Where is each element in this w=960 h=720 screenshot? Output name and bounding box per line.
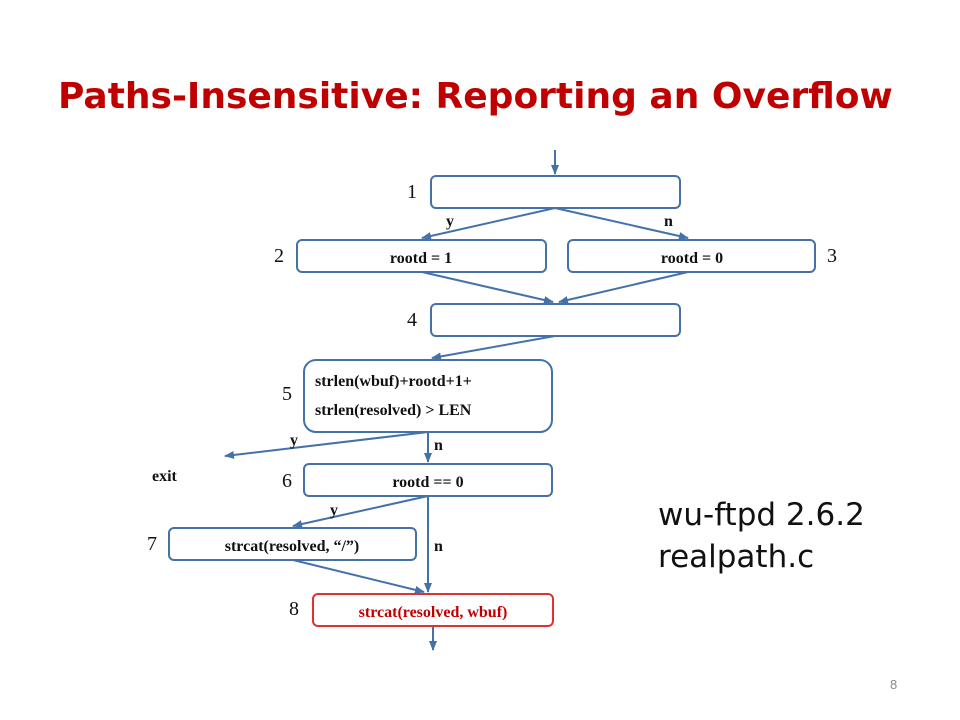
edge-1-2	[421, 207, 556, 240]
node-5-box	[303, 359, 553, 433]
edge-6-7	[292, 495, 429, 528]
node-7-code: strcat(resolved, “/”)	[225, 538, 359, 555]
node-7-number: 7	[147, 533, 157, 555]
slide-number: 8	[890, 677, 898, 692]
branch-label-6-no: n	[434, 538, 443, 555]
node-1-number: 1	[407, 181, 417, 203]
edge-5-exit	[224, 431, 429, 459]
node-5-code-line1: strlen(wbuf)+rootd+1+	[315, 373, 472, 390]
node-2-code: rootd = 1	[390, 250, 452, 267]
edge-4-5	[431, 335, 556, 361]
node-3-number: 3	[827, 245, 837, 267]
node-8-code: strcat(resolved, wbuf)	[359, 604, 508, 621]
node-4-number: 4	[407, 309, 417, 331]
node-6-box	[303, 463, 553, 497]
node-3-code: rootd = 0	[661, 250, 723, 267]
node-3-box	[567, 239, 816, 273]
node-2-number: 2	[274, 245, 284, 267]
edge-1-3	[554, 207, 689, 240]
node-4-box	[430, 303, 681, 337]
source-note-file: realpath.c	[658, 539, 815, 575]
edge-3-4	[558, 271, 689, 304]
node-2-box	[296, 239, 547, 273]
branch-label-5-yes: y	[290, 432, 298, 449]
branch-label-1-yes: y	[446, 213, 454, 230]
node-6-code: rootd == 0	[392, 474, 463, 491]
branch-label-1-no: n	[664, 213, 673, 230]
edge-2-4	[421, 271, 554, 304]
source-note: wu-ftpd 2.6.2 realpath.c	[658, 494, 865, 578]
node-5-number: 5	[282, 383, 292, 405]
edge-7-8	[292, 559, 425, 594]
branch-label-6-yes: y	[330, 502, 338, 519]
exit-label: exit	[152, 468, 178, 485]
node-7-box	[168, 527, 417, 561]
node-1-box	[430, 175, 681, 209]
slide-title: Paths-Insensitive: Reporting an Overflow	[58, 76, 893, 117]
node-5-code-line2: strlen(resolved) > LEN	[315, 402, 472, 419]
node-6-number: 6	[282, 470, 292, 492]
branch-label-5-no: n	[434, 437, 443, 454]
source-note-program: wu-ftpd 2.6.2	[658, 497, 865, 533]
graph-edges	[224, 150, 689, 651]
node-8-number: 8	[289, 598, 299, 620]
node-8-box	[312, 593, 554, 627]
